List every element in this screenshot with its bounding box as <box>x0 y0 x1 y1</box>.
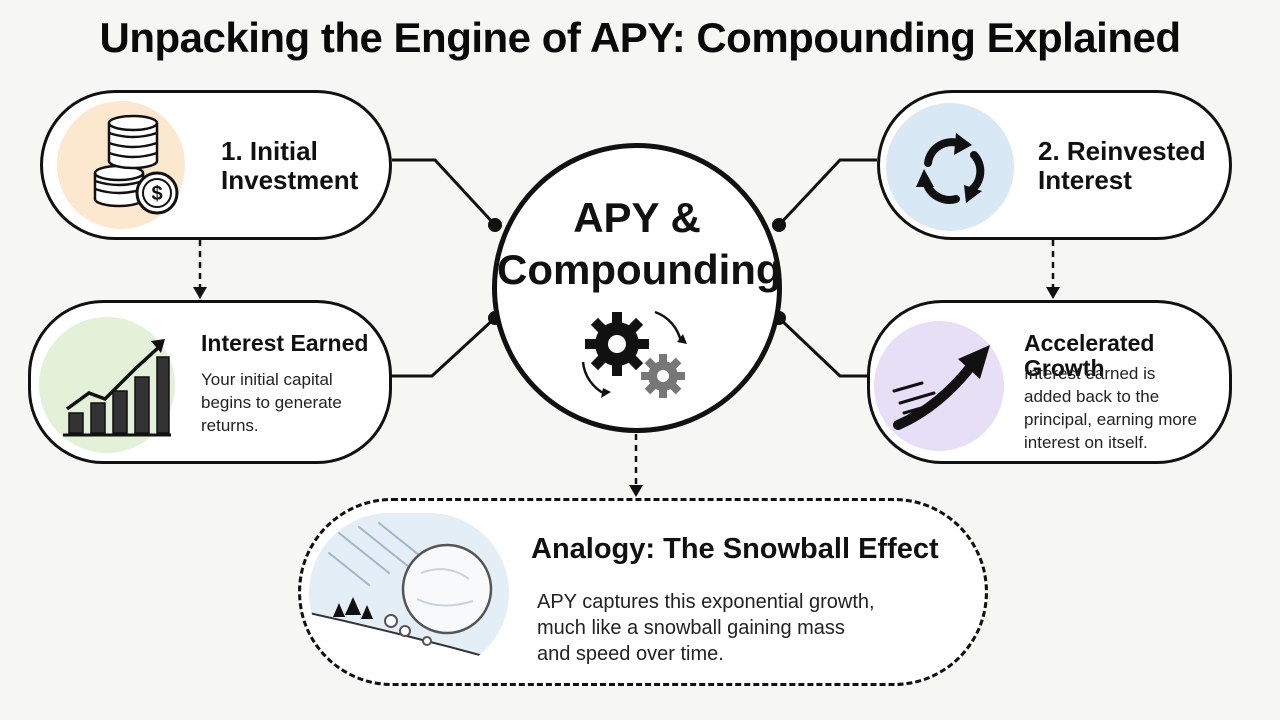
node-title-line1: 1. Initial <box>221 136 318 166</box>
node-body-line: added back to the <box>1024 386 1160 406</box>
cycle-arrows-icon <box>886 103 1014 231</box>
analogy-panel: Analogy: The Snowball Effect APY capture… <box>298 498 988 686</box>
node-body-line: begins to generate <box>201 392 342 412</box>
node-body-line: principal, earning more <box>1024 409 1197 429</box>
analogy-title: Analogy: The Snowball Effect <box>531 533 939 565</box>
coin-stack-icon: $ <box>57 101 185 229</box>
analogy-body-line: APY captures this exponential growth, <box>537 591 875 613</box>
page-title: Unpacking the Engine of APY: Compounding… <box>99 14 1181 61</box>
node-interest-earned: Interest Earned Your initial capital beg… <box>28 300 392 464</box>
node-title-line2: Interest <box>1038 164 1132 195</box>
node-body-line: returns. <box>201 415 259 435</box>
analogy-body-line: and speed over time. <box>537 643 724 665</box>
analogy-body-line: much like a snowball gaining mass <box>537 617 845 639</box>
hub-title-line1: APY & <box>573 194 701 241</box>
gears-icon <box>581 310 687 398</box>
hub-circle: APY & Compounding <box>492 143 782 433</box>
node-initial-investment: $ 1. Initial Investment <box>40 90 392 240</box>
node-body-line: interest on itself. <box>1024 432 1148 452</box>
snowball-icon <box>309 513 509 673</box>
node-reinvested-interest: 2. Reinvested Interest <box>877 90 1232 240</box>
hub-title-line2: Compounding <box>497 246 782 293</box>
node-accelerated-growth: Accelerated Growth Interest earned is ad… <box>867 300 1232 464</box>
node-body-line: Interest earned is <box>1024 364 1156 383</box>
svg-text:$: $ <box>151 183 162 205</box>
node-title-line1: 2. Reinvested <box>1038 136 1206 166</box>
node-body-line: Your initial capital <box>201 370 333 389</box>
speed-arrow-icon <box>874 321 1004 451</box>
node-title: Interest Earned <box>201 330 369 356</box>
bar-chart-growth-icon <box>39 317 175 453</box>
node-title: Accelerated Growth <box>1024 330 1155 382</box>
node-title-line2: Investment <box>221 164 359 195</box>
